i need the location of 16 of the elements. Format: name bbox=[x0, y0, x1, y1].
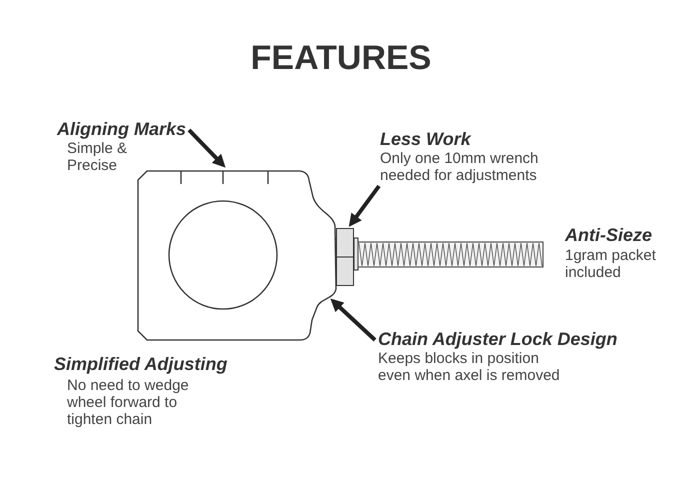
page-title: FEATURES bbox=[250, 38, 432, 78]
callout-text: No need to wedge wheel forward to tighten chain bbox=[67, 377, 190, 428]
leader-arrow bbox=[188, 128, 226, 168]
callout-heading: Aligning Marks bbox=[57, 118, 186, 140]
callout-text: Only one 10mm wrench needed for adjustments bbox=[380, 150, 540, 184]
leader-arrow bbox=[348, 184, 381, 227]
callout-heading: Less Work bbox=[380, 128, 471, 150]
leader-arrow bbox=[330, 298, 376, 342]
callout-heading: Simplified Adjusting bbox=[54, 353, 228, 375]
adjuster-block bbox=[136, 169, 339, 342]
callout-text: Simple & Precise bbox=[67, 140, 128, 174]
callout-heading: Anti-Sieze bbox=[565, 224, 652, 246]
callout-text: Keeps blocks in position even when axel is removed bbox=[378, 350, 561, 384]
hex-nut bbox=[336, 228, 354, 286]
callout-text: 1gram packet included bbox=[565, 247, 657, 281]
callout-heading: Chain Adjuster Lock Design bbox=[378, 328, 618, 350]
